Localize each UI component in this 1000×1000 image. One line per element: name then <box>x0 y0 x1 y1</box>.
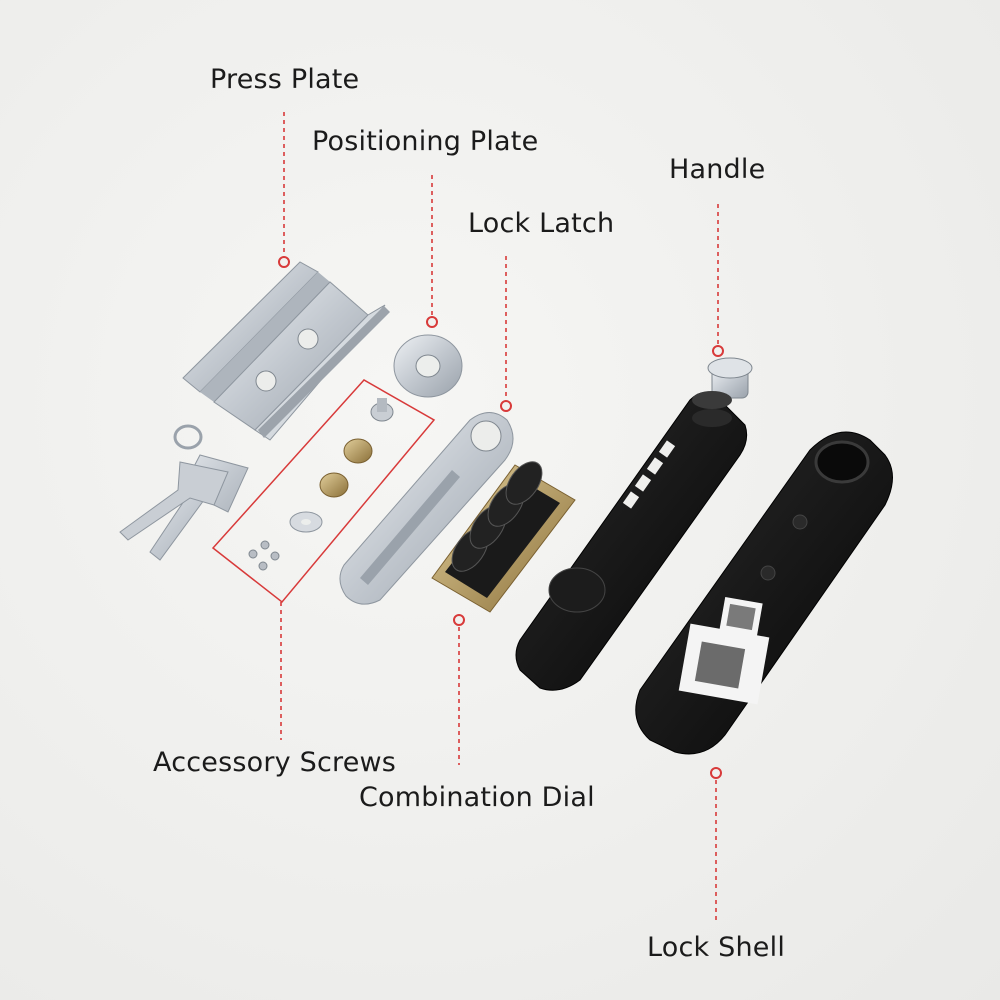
lock-latch-part <box>339 412 514 605</box>
dot-handle <box>712 345 724 357</box>
dot-lock-shell <box>710 767 722 779</box>
label-accessory-screws: Accessory Screws <box>153 747 397 778</box>
label-lock-shell: Lock Shell <box>647 932 786 963</box>
label-positioning-plate: Positioning Plate <box>312 126 539 157</box>
dot-lock-latch <box>500 400 512 412</box>
combination-dial-part <box>431 461 576 613</box>
handle-part <box>515 357 753 691</box>
label-combination-dial: Combination Dial <box>359 782 595 813</box>
lock-shell-part <box>635 431 893 755</box>
leader-lines <box>280 112 719 920</box>
leader-dots <box>278 256 724 779</box>
positioning-plate-part <box>393 334 463 398</box>
press-plate-part <box>182 261 390 441</box>
label-lock-latch: Lock Latch <box>468 208 615 239</box>
label-handle: Handle <box>669 154 766 185</box>
label-press-plate: Press Plate <box>210 64 360 95</box>
dot-combination-dial <box>453 614 465 626</box>
dot-positioning-plate <box>426 316 438 328</box>
keys-part <box>119 424 249 561</box>
accessory-screws-box <box>211 379 436 604</box>
dot-press-plate <box>278 256 290 268</box>
